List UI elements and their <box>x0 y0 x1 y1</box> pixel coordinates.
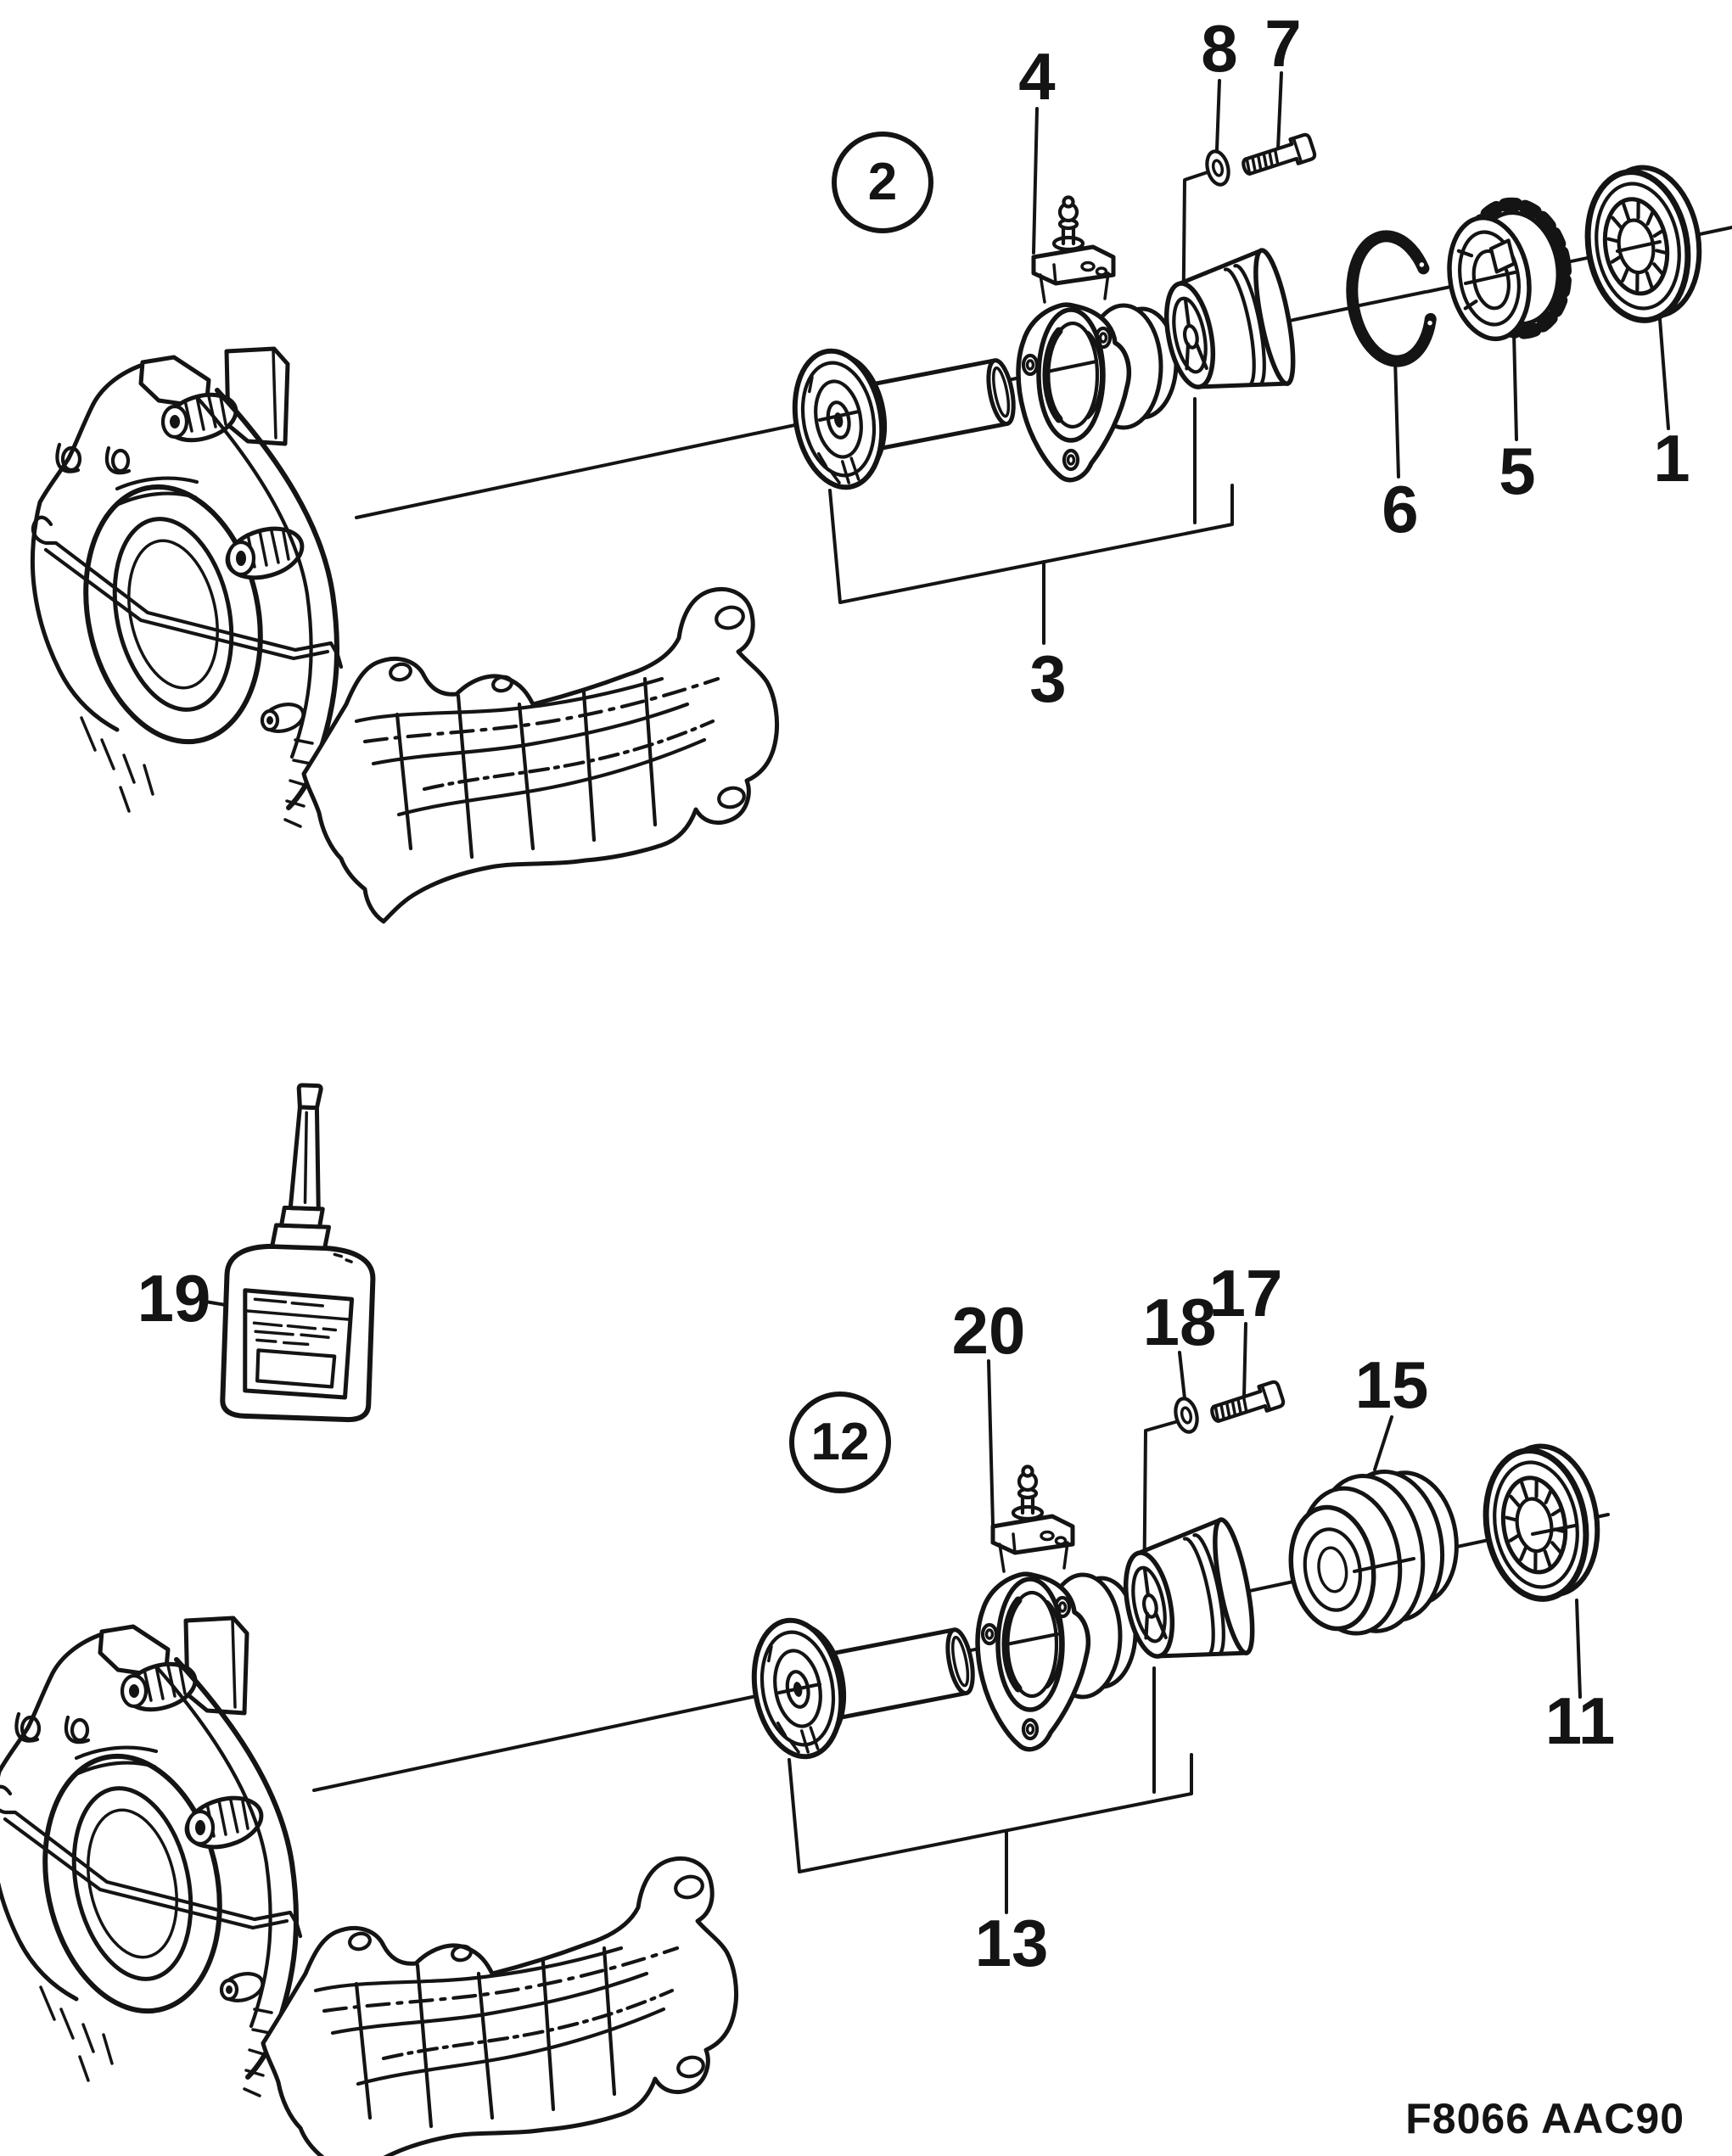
leader-15 <box>1373 1415 1393 1471</box>
leader-7 <box>1276 71 1283 151</box>
callout-5: 5 <box>1499 434 1536 508</box>
leader-6 <box>1393 356 1400 479</box>
figure-code: F8066 AAC90 <box>1405 2095 1684 2142</box>
leader-4 <box>1032 107 1039 255</box>
assembly-bottom <box>0 1300 1608 2156</box>
callout-6: 6 <box>1382 472 1419 546</box>
lock-ring <box>1447 197 1572 342</box>
leader-17 <box>1242 1322 1247 1398</box>
bleed-bolt-bottom <box>1209 1380 1285 1426</box>
callout-2: 2 <box>832 132 933 233</box>
leader-20 <box>987 1359 995 1526</box>
washer-top <box>1204 149 1232 188</box>
group-bracket-13 <box>788 1666 1193 1914</box>
callout-15: 15 <box>1354 1347 1429 1422</box>
callout-11: 11 <box>1544 1683 1616 1758</box>
assembly-top <box>32 71 1732 921</box>
slave-cylinder-bottom <box>978 1467 1135 1750</box>
leader-5 <box>1512 331 1518 441</box>
leader-11 <box>1575 1599 1582 1699</box>
guide-sleeve-seal-top <box>785 344 896 495</box>
slave-cylinder-top <box>1018 198 1176 480</box>
callout-8: 8 <box>1201 11 1238 86</box>
piston-top <box>1156 248 1301 404</box>
callout-1: 1 <box>1653 421 1690 496</box>
piston-bottom <box>1115 1517 1260 1673</box>
washer-bottom <box>1173 1397 1201 1435</box>
callout-12: 12 <box>789 1392 891 1493</box>
release-bearing-bottom <box>1475 1439 1607 1606</box>
callout-17: 17 <box>1208 1256 1283 1330</box>
leader-1 <box>1658 317 1670 430</box>
callout-18: 18 <box>1142 1285 1217 1359</box>
bell-housing-bottom <box>0 1618 737 2156</box>
axis-through-bores-bottom <box>777 1524 1577 1694</box>
leader-19 <box>204 1300 227 1307</box>
sealant-bottle <box>220 1083 376 1423</box>
callout-4: 4 <box>1018 39 1056 114</box>
callout-20: 20 <box>951 1293 1026 1368</box>
callout-19: 19 <box>137 1261 211 1336</box>
rubber-bellows <box>1288 1469 1459 1636</box>
callout-7: 7 <box>1264 6 1302 81</box>
callout-13: 13 <box>974 1906 1049 1980</box>
group-bracket-3 <box>828 397 1234 645</box>
callout-3: 3 <box>1029 641 1067 716</box>
bell-housing-top <box>32 349 776 921</box>
axis-through-bores-top <box>818 240 1662 422</box>
